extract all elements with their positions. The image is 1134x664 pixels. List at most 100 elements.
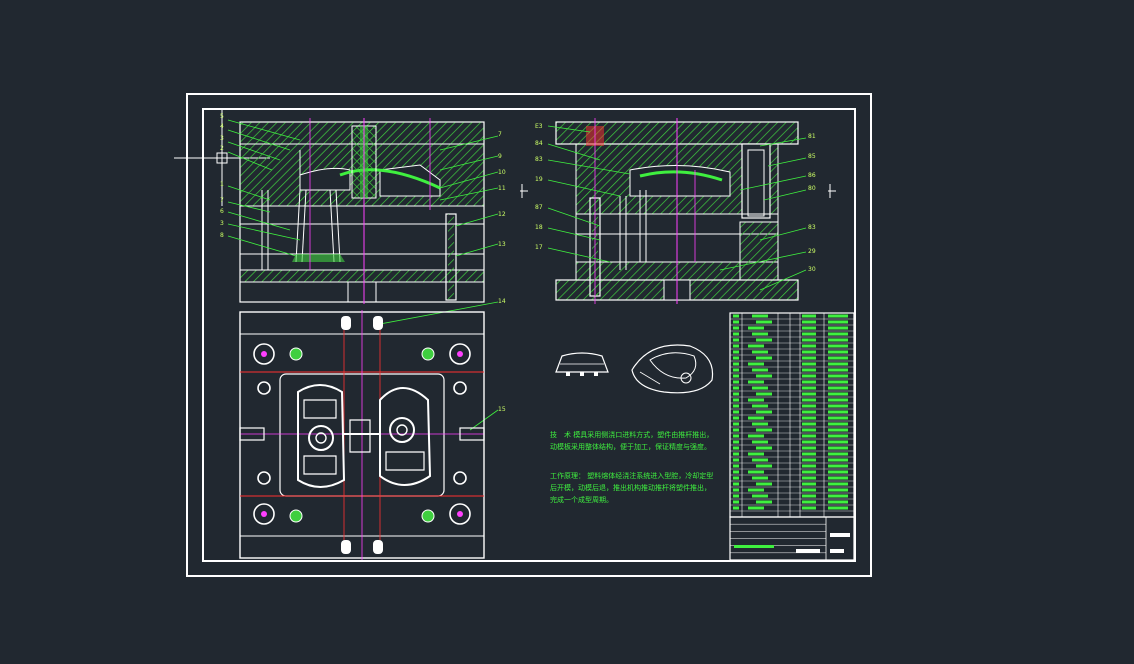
bom-cell-mark	[756, 482, 772, 486]
front-label: 14	[498, 298, 506, 305]
bom-cell-mark	[828, 350, 848, 354]
bom-cell-mark	[802, 386, 816, 390]
bom-cell-mark	[828, 446, 848, 450]
bom-cell-mark	[748, 380, 764, 384]
bom-cell-mark	[733, 470, 739, 474]
bom-cell-mark	[756, 464, 772, 468]
bom-cell-mark	[802, 452, 816, 456]
bom-cell-mark	[802, 494, 816, 498]
bom-cell-mark	[733, 338, 739, 342]
bom-cell-mark	[752, 440, 768, 444]
title-block-mark	[734, 545, 774, 548]
side-label: 83	[808, 224, 816, 231]
bom-cell-mark	[828, 380, 848, 384]
bom-cell-mark	[802, 500, 816, 504]
front-view-labels: 5 4 3 2 1 7 6 3 8 7 9 10 11 12 13 14 15	[220, 113, 506, 413]
front-label: 13	[498, 241, 506, 248]
bom-cell-mark	[802, 338, 816, 342]
bom-cell-mark	[802, 446, 816, 450]
side-view-leaders	[547, 125, 807, 291]
working-principle: 工作原理： 塑料熔体经浇注系统进入型腔，冷却定型后开模，动模后退，推出机构推动推…	[550, 470, 715, 506]
front-label: 7	[220, 197, 224, 204]
bom-cell-mark	[756, 338, 772, 342]
bom-cell-mark	[748, 470, 764, 474]
front-label: 9	[498, 153, 502, 160]
bom-cell-mark	[756, 356, 772, 360]
side-label: 30	[808, 266, 816, 273]
bom-cell-mark	[828, 356, 848, 360]
bom-cell-mark	[733, 380, 739, 384]
bom-cell-mark	[802, 362, 816, 366]
front-label: 6	[220, 208, 224, 215]
bom-cell-mark	[733, 386, 739, 390]
bom-cell-mark	[828, 344, 848, 348]
bom-cell-mark	[733, 350, 739, 354]
front-label: 5	[220, 113, 224, 120]
working-principle-label: 工作原理：	[550, 472, 585, 480]
title-block-mark	[830, 533, 850, 537]
bom-cell-mark	[733, 506, 739, 510]
bom-cell-mark	[828, 428, 848, 432]
bom-cell-mark	[802, 320, 816, 324]
working-principle-text: 塑料熔体经浇注系统进入型腔，冷却定型后开模，动模后退，推出机构推动推杆将塑件推出…	[550, 472, 714, 504]
plan-view	[239, 310, 485, 560]
side-label: 84	[535, 140, 543, 147]
bom-cell-mark	[733, 326, 739, 330]
bom-cell-mark	[752, 404, 768, 408]
front-label: 2	[220, 145, 224, 152]
bom-cell-mark	[802, 374, 816, 378]
bom-cell-mark	[752, 350, 768, 354]
side-label: E3	[535, 123, 543, 130]
side-label: 17	[535, 244, 543, 251]
side-label: 85	[808, 153, 816, 160]
bom-cell-mark	[748, 488, 764, 492]
bom-cell-mark	[802, 392, 816, 396]
bom-cell-mark	[756, 428, 772, 432]
bom-cell-mark	[802, 458, 816, 462]
bom-cell-mark	[802, 476, 816, 480]
side-label: 19	[535, 176, 543, 183]
front-label: 8	[220, 232, 224, 239]
bom-cell-mark	[828, 452, 848, 456]
tech-notes-label: 技 术	[550, 431, 571, 439]
bom-cell-mark	[733, 464, 739, 468]
bom-cell-mark	[802, 440, 816, 444]
bom-cell-mark	[752, 422, 768, 426]
front-label: 7	[498, 131, 502, 138]
bom-cell-mark	[733, 494, 739, 498]
bom-cell-mark	[733, 410, 739, 414]
bom-cell-mark	[748, 398, 764, 402]
bom-cell-mark	[752, 332, 768, 336]
front-label: 3	[220, 135, 224, 142]
bom-cell-mark	[828, 458, 848, 462]
bom-cell-mark	[733, 500, 739, 504]
side-label: 86	[808, 172, 816, 179]
part-preview-iso	[631, 344, 714, 394]
title-block-mark	[830, 549, 844, 553]
bom-cell-mark	[828, 464, 848, 468]
bom-cell-mark	[828, 506, 848, 510]
front-label: 11	[498, 185, 506, 192]
front-label: 10	[498, 169, 506, 176]
bom-cell-mark	[756, 446, 772, 450]
bom-cell-mark	[756, 320, 772, 324]
front-label: 4	[220, 123, 224, 130]
bom-cell-mark	[802, 326, 816, 330]
bom-cell-mark	[748, 434, 764, 438]
bom-cell-mark	[828, 362, 848, 366]
bom-cell-mark	[752, 386, 768, 390]
bom-cell-mark	[748, 416, 764, 420]
bom-cell-mark	[828, 494, 848, 498]
bom-cell-mark	[828, 314, 848, 318]
bom-cell-mark	[828, 476, 848, 480]
bom-cell-mark	[733, 362, 739, 366]
bom-table	[729, 312, 855, 561]
side-label: 87	[535, 204, 543, 211]
bom-cell-mark	[748, 362, 764, 366]
bom-cell-mark	[802, 356, 816, 360]
bom-cell-mark	[756, 392, 772, 396]
bom-cell-mark	[752, 314, 768, 318]
bom-cell-mark	[828, 338, 848, 342]
bom-cell-mark	[802, 332, 816, 336]
